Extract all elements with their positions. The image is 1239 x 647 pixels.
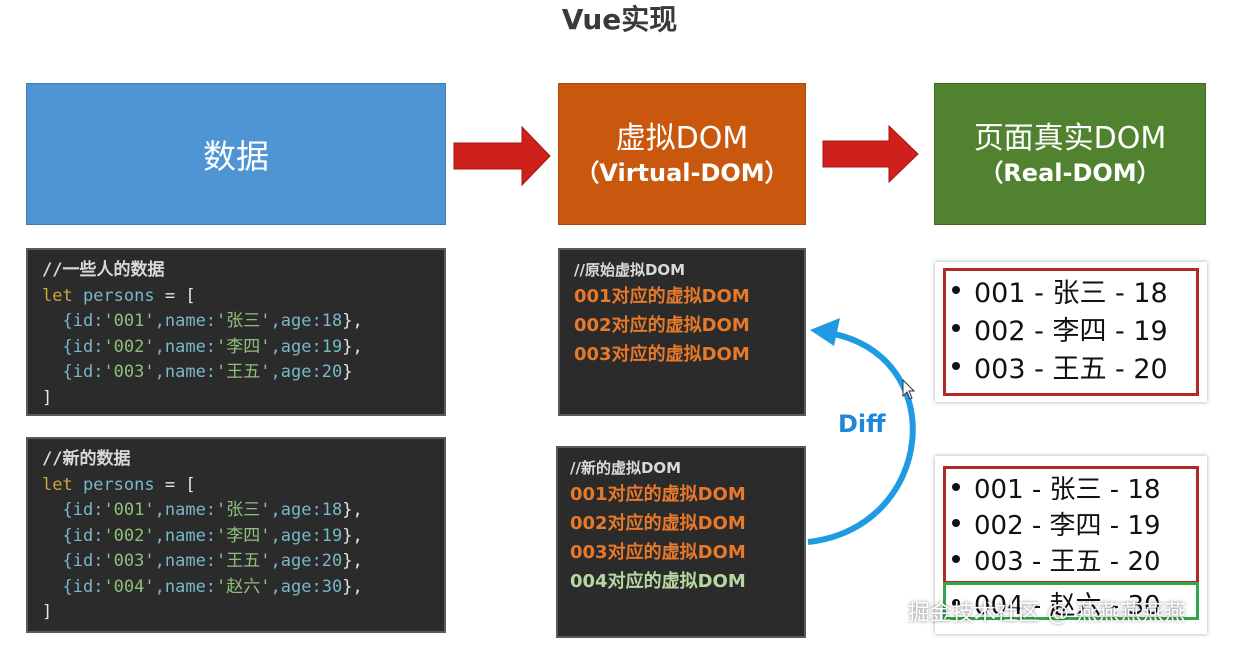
vdom-item-added: 004对应的虚拟DOM: [570, 571, 746, 592]
virtual-dom-title: 虚拟DOM: [615, 120, 749, 156]
bullet-icon: [952, 555, 960, 563]
code-line: {id:'002',name:'李四',age:19},: [62, 525, 363, 546]
cursor-icon: [902, 378, 916, 400]
diff-arrowhead-icon: [810, 318, 840, 346]
reused-real-dom-list: 001 - 张三 - 18 002 - 李四 - 19 003 - 王五 - 2…: [943, 466, 1199, 584]
code-line: {id:'003',name:'王五',age:20}: [62, 362, 353, 382]
new-data-code: //新的数据 let persons = [ {id:'001',name:'张…: [26, 437, 446, 633]
real-dom-list: 001 - 张三 - 18 002 - 李四 - 19 003 - 王五 - 2…: [943, 268, 1199, 396]
list-item-added: 004 - 赵六 - 30: [946, 585, 1196, 617]
vdom-item: 001对应的虚拟DOM: [574, 286, 750, 307]
bullet-icon: [952, 286, 960, 294]
code-comment: //一些人的数据: [42, 260, 165, 280]
vdom-item: 002对应的虚拟DOM: [570, 513, 746, 534]
old-virtual-dom-panel: //原始虚拟DOM 001对应的虚拟DOM 002对应的虚拟DOM 003对应的…: [558, 248, 806, 416]
old-real-dom-panel: 001 - 张三 - 18 002 - 李四 - 19 003 - 王五 - 2…: [935, 262, 1207, 402]
diff-curve: [807, 330, 916, 545]
vdom-item: 002对应的虚拟DOM: [574, 315, 750, 336]
arrow-right-icon: [822, 124, 919, 184]
code-assign: = [: [154, 285, 196, 306]
vdom-comment: //新的虚拟DOM: [570, 459, 682, 477]
code-keyword: let: [42, 285, 73, 306]
bullet-icon: [952, 483, 960, 491]
real-dom-title: 页面真实DOM: [973, 120, 1167, 156]
watermark: 掘金技术社区 @ 燕燕燕燕燕: [908, 601, 1186, 626]
list-item: 003 - 王五 - 20: [946, 347, 1196, 385]
bullet-icon: [952, 362, 960, 370]
virtual-dom-subtitle: （Virtual-DOM）: [575, 158, 789, 187]
code-line: {id:'002',name:'李四',age:19},: [62, 336, 363, 357]
real-dom-box: 页面真实DOM （Real-DOM）: [934, 83, 1206, 225]
data-box: 数据: [26, 83, 446, 225]
code-comment: //新的数据: [42, 449, 131, 469]
bullet-icon: [952, 324, 960, 332]
slide-title: Vue实现: [561, 3, 678, 36]
new-virtual-dom-panel: //新的虚拟DOM 001对应的虚拟DOM 002对应的虚拟DOM 003对应的…: [556, 446, 806, 638]
vdom-item: 003对应的虚拟DOM: [574, 344, 750, 365]
code-keyword: let: [42, 474, 73, 495]
code-variable: persons: [82, 285, 155, 306]
code-line: {id:'001',name:'张三',age:18},: [62, 311, 363, 331]
bullet-icon: [952, 599, 960, 607]
code-assign: = [: [154, 474, 196, 495]
bullet-icon: [952, 519, 960, 527]
code-close: ]: [42, 387, 53, 408]
vdom-comment: //原始虚拟DOM: [574, 261, 686, 279]
data-box-label: 数据: [203, 137, 269, 176]
virtual-dom-box: 虚拟DOM （Virtual-DOM）: [558, 83, 806, 225]
added-real-dom-list: 004 - 赵六 - 30: [943, 582, 1199, 620]
real-dom-subtitle: （Real-DOM）: [979, 158, 1161, 187]
arrow-right-icon: [453, 125, 551, 187]
code-variable: persons: [82, 474, 155, 495]
list-item: 003 - 王五 - 20: [946, 541, 1196, 577]
diff-label: Diff: [838, 410, 886, 438]
code-line: {id:'001',name:'张三',age:18},: [62, 500, 363, 520]
new-real-dom-panel: 001 - 张三 - 18 002 - 李四 - 19 003 - 王五 - 2…: [935, 456, 1207, 634]
code-close: ]: [42, 602, 53, 622]
code-line: {id:'003',name:'王五',age:20},: [62, 551, 363, 571]
list-item: 001 - 张三 - 18: [946, 271, 1196, 309]
code-line: {id:'004',name:'赵六',age:30},: [62, 576, 363, 597]
vdom-item: 003对应的虚拟DOM: [570, 542, 746, 563]
list-item: 002 - 李四 - 19: [946, 505, 1196, 541]
vdom-item: 001对应的虚拟DOM: [570, 484, 746, 505]
list-item: 001 - 张三 - 18: [946, 469, 1196, 505]
list-item: 002 - 李四 - 19: [946, 309, 1196, 347]
old-data-code: //一些人的数据 let persons = [ {id:'001',name:…: [26, 248, 446, 416]
